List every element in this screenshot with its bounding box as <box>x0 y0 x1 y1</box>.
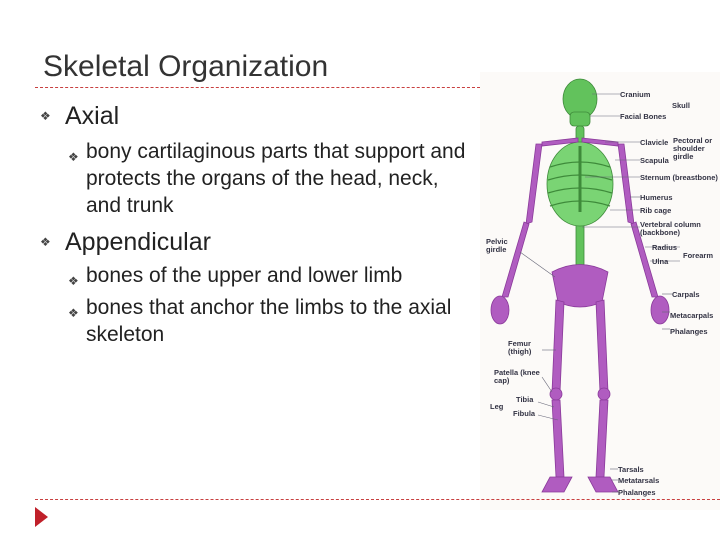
label-metacarpals: Metacarpals <box>670 311 713 320</box>
bullet-icon: ❖ <box>68 274 79 288</box>
label-clavicle: Clavicle <box>640 138 668 147</box>
sub-bullet-text: bony cartilaginous parts that support an… <box>86 140 466 217</box>
label-forearm: Forearm <box>683 251 713 260</box>
skeleton-diagram: Cranium Skull Facial Bones Clavicle Scap… <box>480 72 720 510</box>
label-radius: Radius <box>652 243 677 252</box>
label-rib-cage: Rib cage <box>640 206 671 215</box>
footer-divider <box>35 499 720 500</box>
label-skull: Skull <box>672 101 690 110</box>
next-arrow-icon[interactable] <box>35 507 48 527</box>
label-humerus: Humerus <box>640 193 673 202</box>
label-vertebral-column: Vertebral column (backbone) <box>640 221 701 237</box>
label-scapula: Scapula <box>640 156 670 165</box>
bullet-icon: ❖ <box>68 306 79 320</box>
label-ulna: Ulna <box>652 257 669 266</box>
bullet-label: Appendicular <box>65 228 211 256</box>
label-phalanges-hand: Phalanges <box>670 327 708 336</box>
label-sternum: Sternum (breastbone) <box>640 173 718 182</box>
label-leg: Leg <box>490 402 504 411</box>
title-divider <box>35 87 480 88</box>
label-facial-bones: Facial Bones <box>620 112 666 121</box>
label-phalanges-foot: Phalanges <box>618 488 656 497</box>
bullet-icon: ❖ <box>40 109 51 123</box>
skeleton-illustration: Cranium Skull Facial Bones Clavicle Scap… <box>486 78 718 497</box>
bullet-label: Axial <box>65 102 120 130</box>
slide-title: Skeletal Organization <box>43 50 329 83</box>
label-pelvic-girdle: Pelvic girdle <box>486 238 508 254</box>
sub-bullet-text: bones that anchor the limbs to the axial… <box>86 296 452 346</box>
label-fibula: Fibula <box>513 409 536 418</box>
label-femur: Femur (thigh) <box>508 340 532 356</box>
bullet-icon: ❖ <box>68 150 79 164</box>
label-tarsals: Tarsals <box>618 465 644 474</box>
bullet-icon: ❖ <box>40 235 51 249</box>
label-metatarsals: Metatarsals <box>618 476 659 485</box>
label-pectoral-girdle: Pectoral or shoulder girdle <box>673 137 713 161</box>
label-tibia: Tibia <box>516 395 534 404</box>
label-cranium: Cranium <box>620 90 651 99</box>
sub-bullet-text: bones of the upper and lower limb <box>86 264 403 287</box>
label-patella: Patella (knee cap) <box>494 369 540 385</box>
label-carpals: Carpals <box>672 290 700 299</box>
